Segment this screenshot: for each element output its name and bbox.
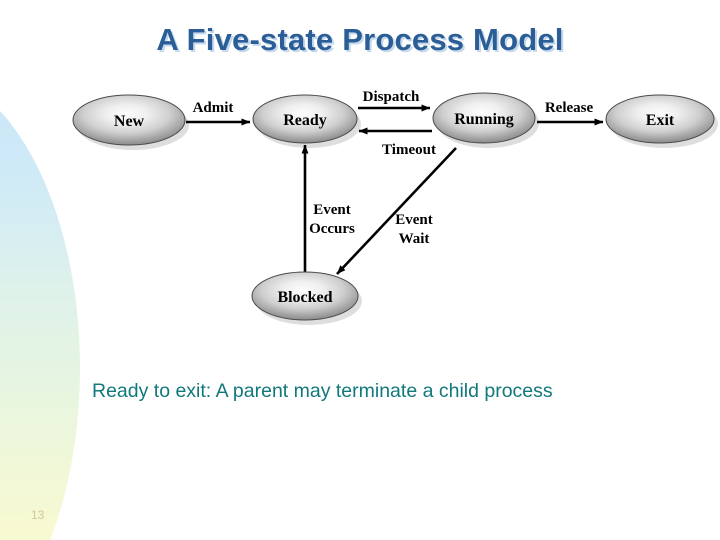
edge-label-event-occurs-line1: Event	[313, 202, 351, 218]
node-ready[interactable]: Ready	[252, 94, 358, 144]
edge-label-event-occurs-line2: Occurs	[309, 221, 355, 237]
node-new[interactable]: New	[72, 94, 186, 146]
edges	[186, 104, 604, 275]
edge-label-release: Release	[545, 100, 594, 116]
edge-label-event-occurs: Event Occurs	[309, 202, 355, 237]
node-label-exit: Exit	[646, 112, 675, 129]
slide-caption: Ready to exit: A parent may terminate a …	[92, 380, 553, 402]
edge-label-timeout: Timeout	[382, 142, 436, 158]
edge-label-event-wait: Event Wait	[395, 212, 433, 247]
state-diagram: New Ready Running Exit Blocked Admit Dis…	[72, 89, 718, 325]
edge-event-wait	[336, 147, 457, 275]
node-exit[interactable]: Exit	[605, 94, 715, 144]
node-label-blocked: Blocked	[277, 289, 332, 306]
edge-label-event-wait-line2: Wait	[399, 231, 430, 247]
node-label-new: New	[114, 113, 145, 130]
edge-label-dispatch: Dispatch	[363, 89, 420, 105]
node-label-ready: Ready	[283, 112, 327, 129]
slide-title: A Five-state Process Model	[156, 22, 564, 57]
node-blocked[interactable]: Blocked	[251, 271, 359, 321]
node-label-running: Running	[454, 111, 514, 128]
edge-label-admit: Admit	[193, 100, 234, 116]
page-number: 13	[31, 508, 45, 522]
node-running[interactable]: Running	[432, 92, 536, 144]
edge-label-event-wait-line1: Event	[395, 212, 433, 228]
